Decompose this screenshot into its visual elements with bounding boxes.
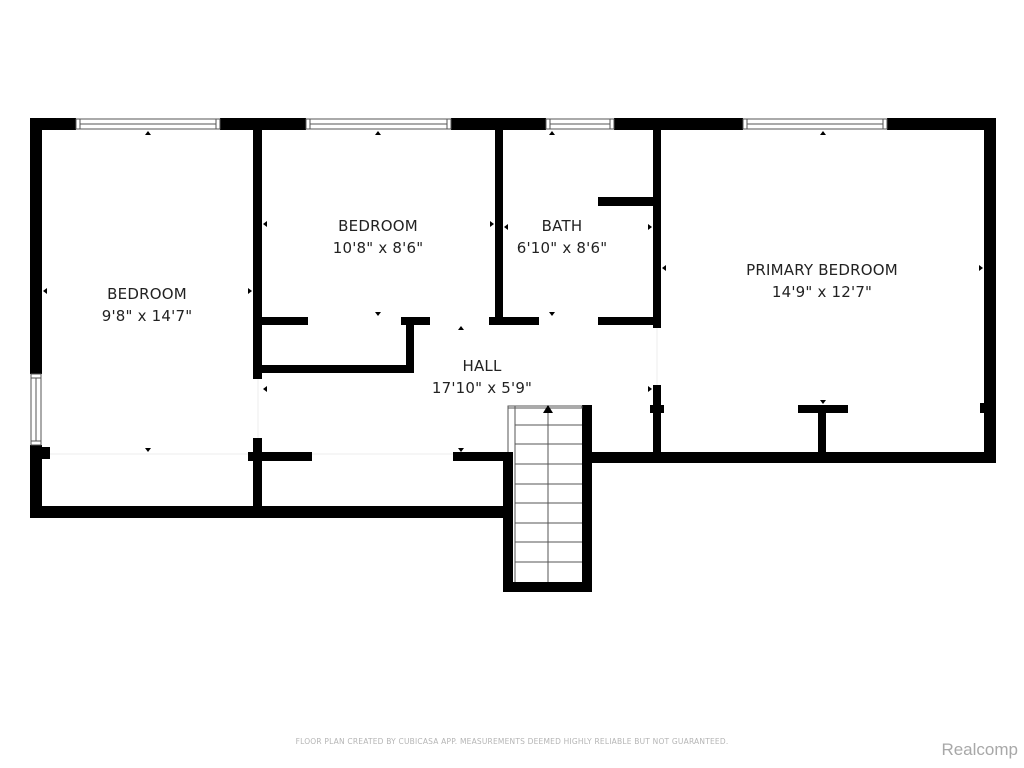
room-name: HALL: [462, 357, 502, 375]
room-dimensions: 10'8" x 8'6": [332, 239, 424, 257]
room-label-bath: BATH 6'10" x 8'6": [517, 215, 608, 259]
stairs-up-arrow-icon: [543, 405, 553, 413]
door-openings: [50, 328, 658, 455]
window-middle-bedroom-top: [305, 118, 452, 130]
room-dimensions: 9'8" x 14'7": [101, 307, 193, 325]
room-label-bedroom-left: BEDROOM 9'8" x 14'7": [102, 283, 193, 327]
windows: [30, 118, 888, 446]
room-label-primary-bedroom: PRIMARY BEDROOM 14'9" x 12'7": [746, 259, 898, 303]
interior-walls: [248, 118, 848, 518]
window-bath-top: [545, 118, 615, 130]
room-label-bedroom-middle: BEDROOM 10'8" x 8'6": [333, 215, 424, 259]
window-left-bedroom-top: [75, 118, 221, 130]
room-dimensions: 14'9" x 12'7": [771, 283, 873, 301]
room-name: PRIMARY BEDROOM: [746, 261, 898, 279]
window-primary-bedroom-top: [742, 118, 888, 130]
brand-watermark: Realcomp: [941, 740, 1018, 759]
room-name: BEDROOM: [338, 217, 418, 235]
room-dimensions: 6'10" x 8'6": [516, 239, 608, 257]
room-name: BATH: [541, 217, 583, 235]
room-label-hall: HALL 17'10" x 5'9": [432, 355, 532, 399]
disclaimer-text: FLOOR PLAN CREATED BY CUBICASA APP. MEAS…: [295, 737, 729, 746]
window-left-bedroom-side: [30, 373, 42, 446]
exterior-walls: [30, 118, 996, 518]
dimension-markers: [43, 131, 983, 452]
room-name: BEDROOM: [107, 285, 187, 303]
room-dimensions: 17'10" x 5'9": [431, 379, 533, 397]
stairs: [503, 405, 592, 592]
